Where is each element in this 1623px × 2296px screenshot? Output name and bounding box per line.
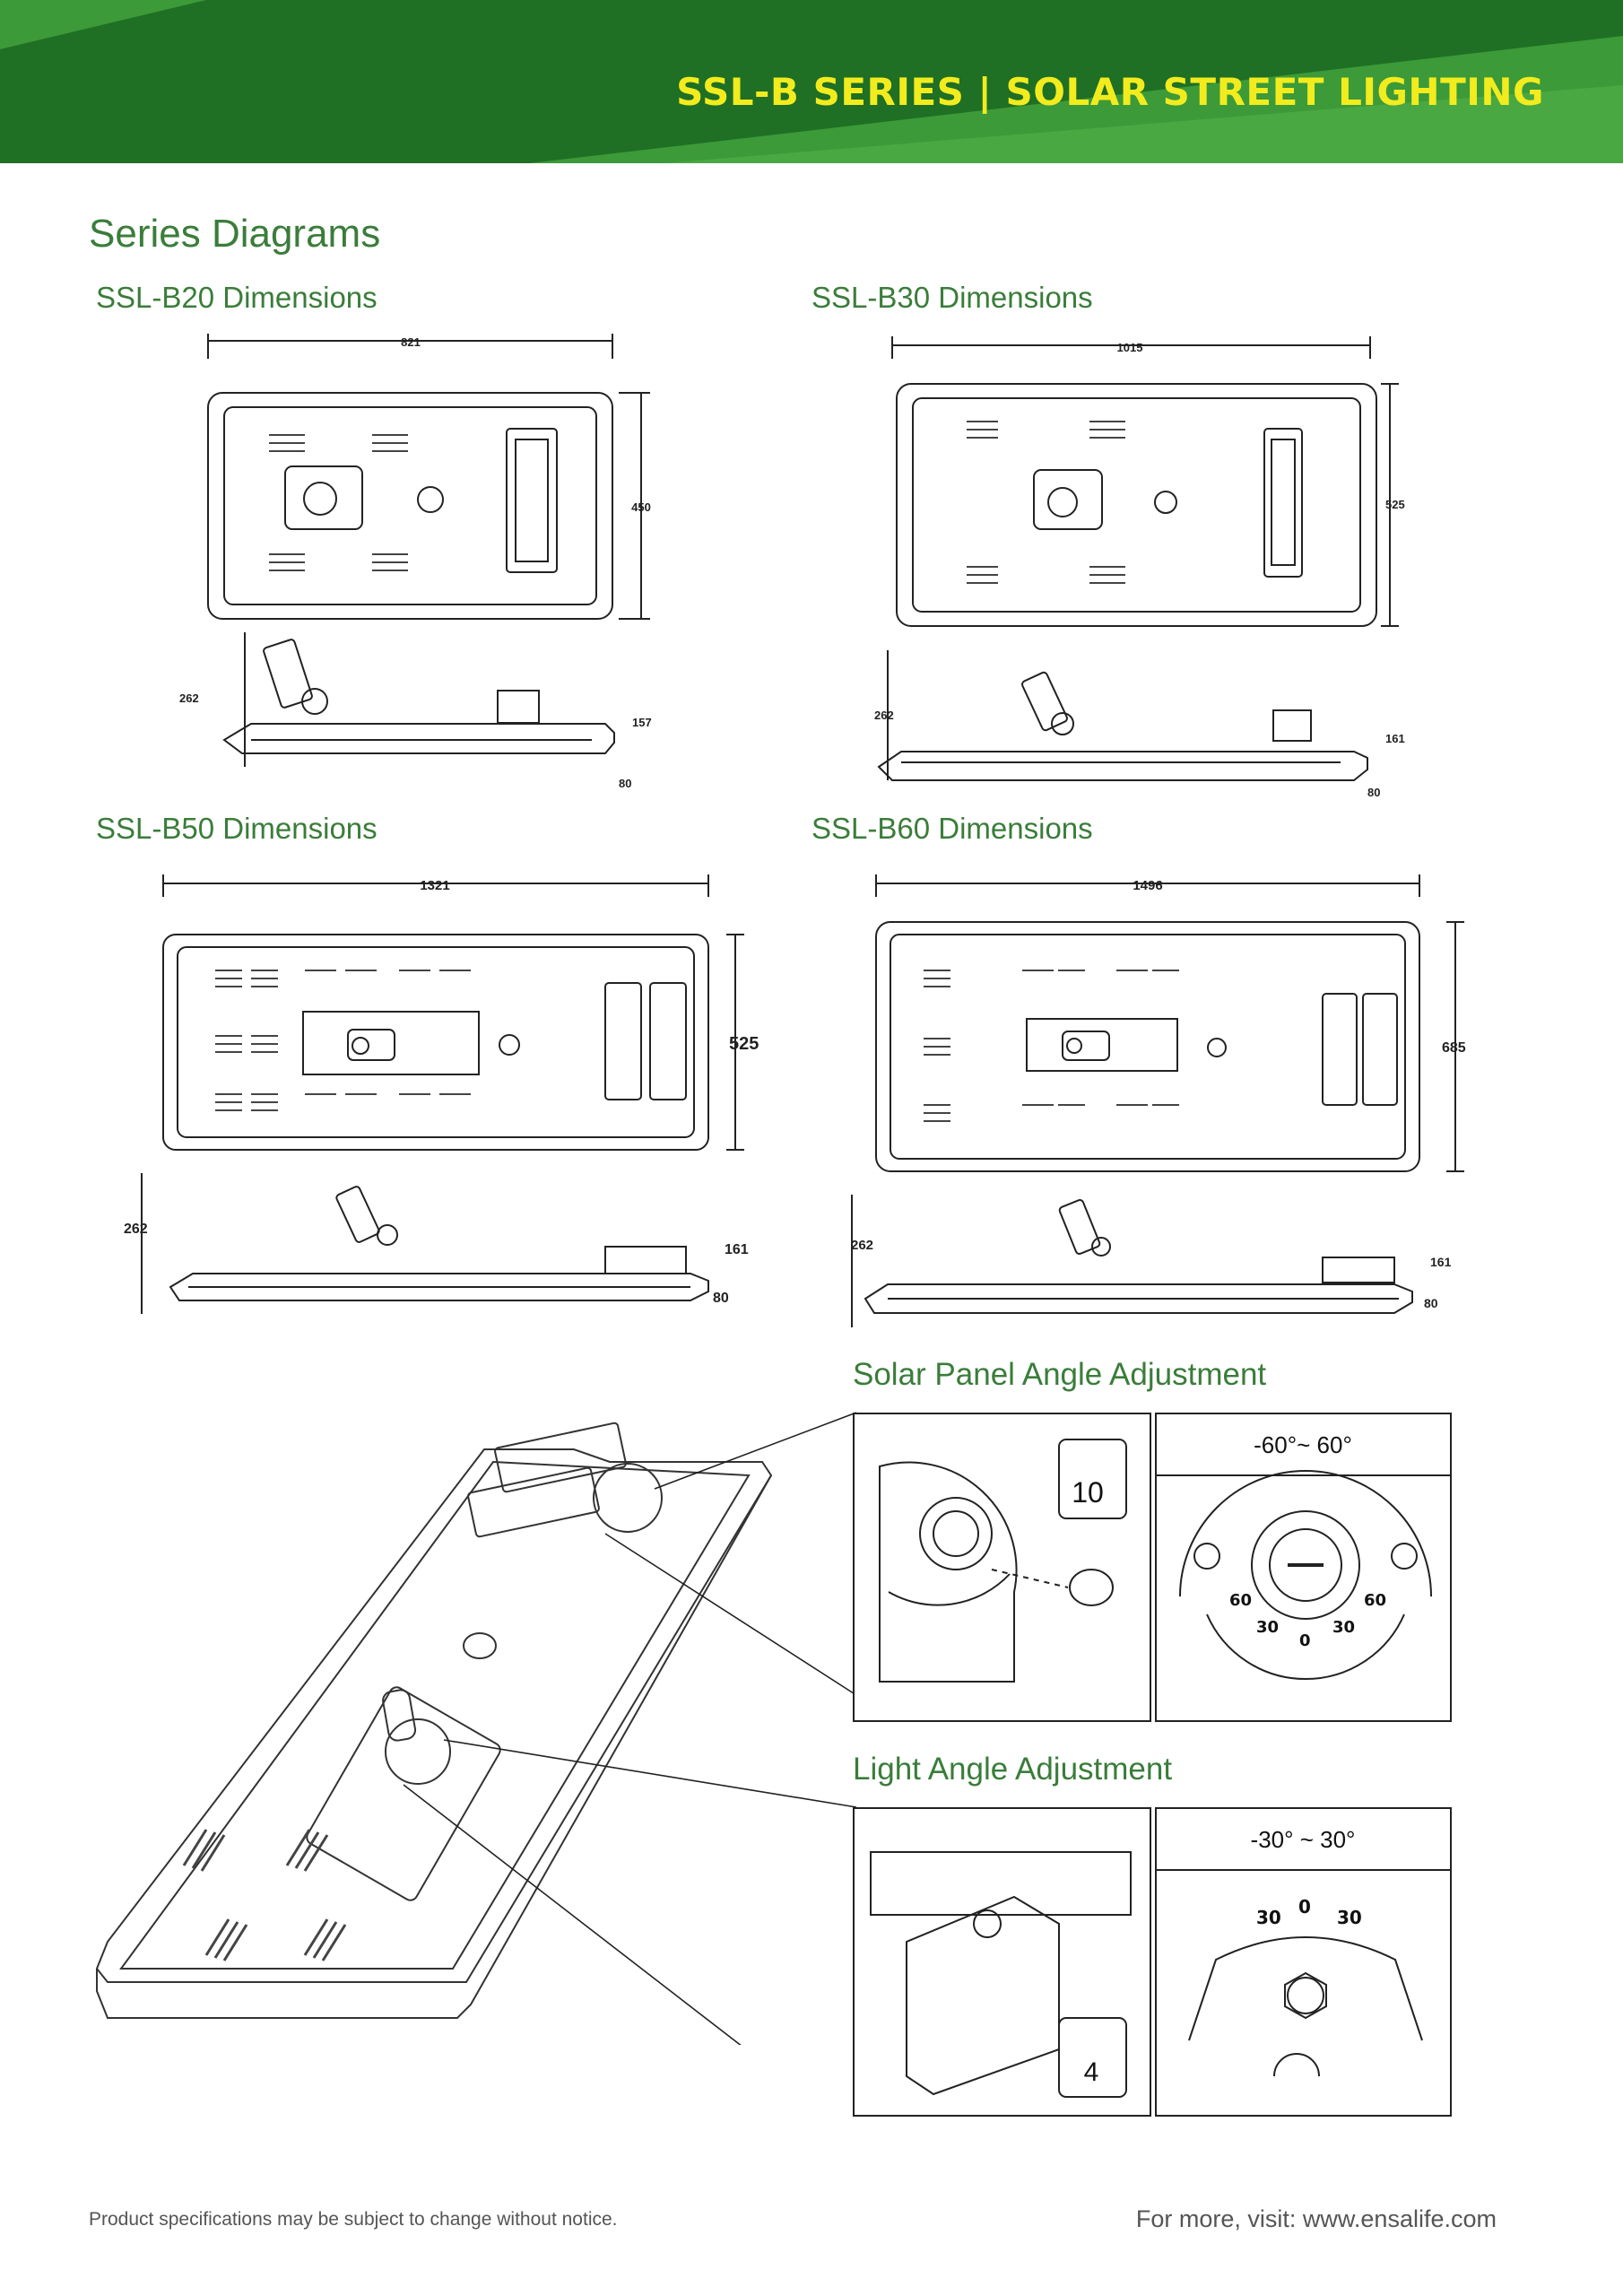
footer-website-link[interactable]: For more, visit: www.ensalife.com — [1135, 2205, 1497, 2232]
header-banner: SSL-B SERIES | SOLAR STREET LIGHTING — [0, 0, 1623, 163]
diagram-title-b30: SSL-B30 Dimensions — [812, 281, 1093, 314]
solar-scale-label-60-left: 60 — [1229, 1591, 1252, 1610]
diagram-title-b60: SSL-B60 Dimensions — [812, 812, 1093, 845]
solar-adjust-zoom: 10 -60°~ 60° 60 30 0 30 60 — [853, 1413, 1452, 1722]
b50-diagram: 1321 525 262 161 80 — [124, 874, 759, 1314]
b30-height-label: 525 — [1385, 498, 1405, 511]
b60-width-label: 1496 — [1133, 878, 1162, 893]
b30-side-height-label: 161 — [1385, 732, 1405, 745]
b60-side-height-label: 161 — [1430, 1255, 1452, 1269]
diagram-title-b20: SSL-B20 Dimensions — [96, 281, 378, 314]
diagram-title-b50: SSL-B50 Dimensions — [96, 812, 378, 845]
b20-base-height-label: 80 — [619, 777, 631, 790]
b20-height-label: 450 — [631, 500, 651, 514]
light-tool-size: 4 — [1084, 2057, 1099, 2087]
solar-angle-range: -60°~ 60° — [1254, 1431, 1352, 1458]
light-scale-label-30-right: 30 — [1337, 1907, 1362, 1928]
light-adjust-zoom: 4 -30° ~ 30° 30 0 30 — [853, 1807, 1452, 2117]
b60-diagram: 1496 685 262 161 80 — [851, 874, 1466, 1327]
solar-scale-label-30-right: 30 — [1332, 1618, 1355, 1637]
b50-total-height-label: 262 — [124, 1222, 148, 1237]
b30-base-height-label: 80 — [1367, 786, 1380, 799]
solar-scale-label-30-left: 30 — [1256, 1618, 1279, 1637]
solar-tool-size: 10 — [1072, 1476, 1104, 1509]
light-angle-range: -30° ~ 30° — [1251, 1826, 1356, 1853]
b50-base-height-label: 80 — [713, 1291, 729, 1306]
solar-adjust-title: Solar Panel Angle Adjustment — [853, 1357, 1267, 1392]
b30-diagram: 1015 525 262 161 80 — [874, 336, 1405, 799]
isometric-lamp-drawing — [95, 1412, 857, 2045]
b20-total-height-label: 262 — [179, 691, 199, 705]
b20-width-label: 821 — [401, 335, 421, 349]
b50-width-label: 1321 — [420, 878, 449, 893]
light-adjust-title: Light Angle Adjustment — [853, 1752, 1173, 1787]
footer-disclaimer: Product specifications may be subject to… — [89, 2209, 618, 2230]
solar-scale-label-0: 0 — [1299, 1631, 1311, 1650]
b60-base-height-label: 80 — [1424, 1296, 1438, 1310]
b50-side-height-label: 161 — [725, 1242, 749, 1257]
b60-height-label: 685 — [1442, 1040, 1466, 1056]
b20-diagram: 821 450 262 157 80 — [179, 334, 652, 790]
light-scale-label-0: 0 — [1298, 1896, 1311, 1918]
b50-height-label: 525 — [729, 1034, 759, 1054]
solar-scale-label-60-right: 60 — [1364, 1591, 1386, 1610]
b20-side-height-label: 157 — [632, 716, 652, 729]
b30-width-label: 1015 — [1117, 341, 1143, 354]
b60-total-height-label: 262 — [851, 1238, 873, 1253]
header-title: SSL-B SERIES | SOLAR STREET LIGHTING — [676, 70, 1544, 114]
light-scale-label-30-left: 30 — [1256, 1907, 1281, 1928]
header-background — [0, 0, 1623, 163]
section-title: Series Diagrams — [89, 212, 381, 256]
b30-total-height-label: 262 — [874, 709, 894, 722]
